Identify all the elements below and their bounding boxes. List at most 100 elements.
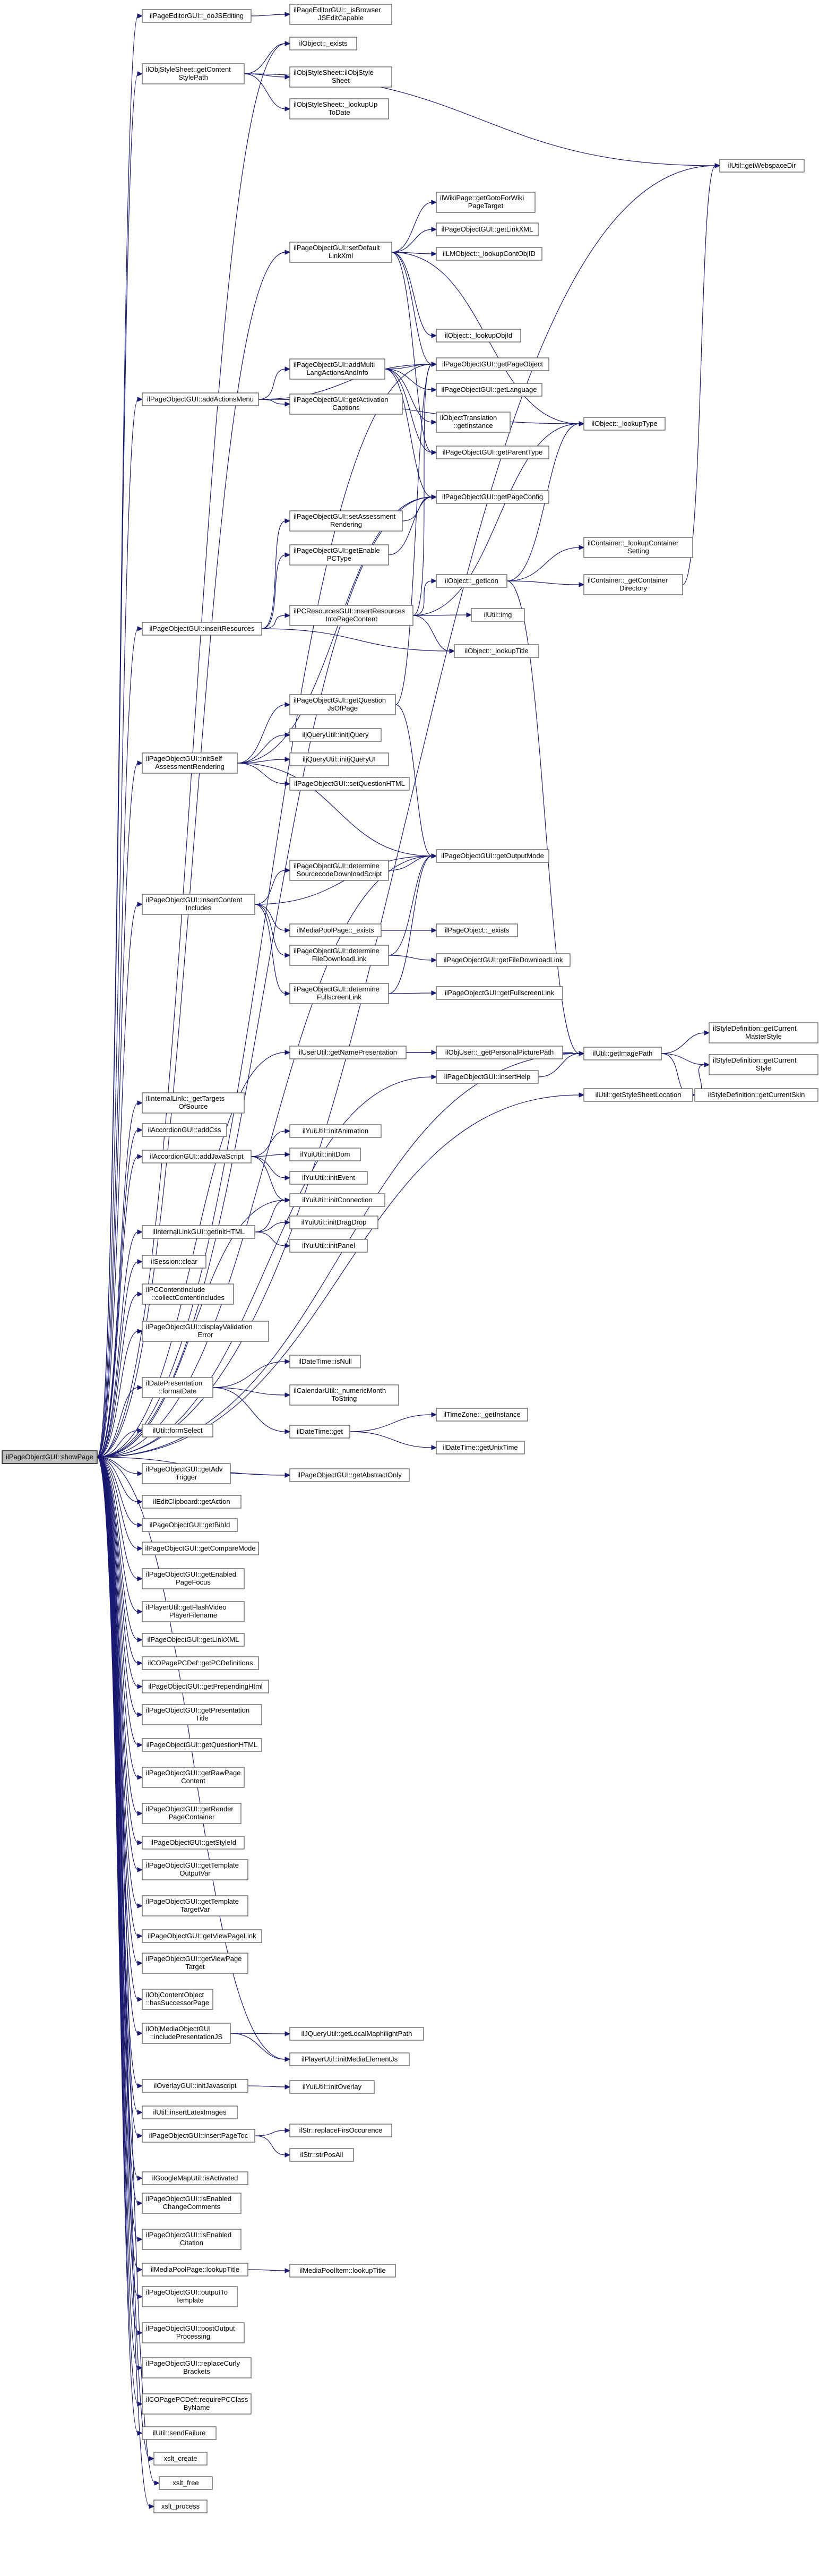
node-ilmediapoolpage-lookuptitle[interactable]: ilMediaPoolPage::lookupTitle xyxy=(142,2263,248,2277)
node-xslt-process[interactable]: xslt_process xyxy=(153,2500,208,2513)
node-ilobject-exists[interactable]: ilObject::_exists xyxy=(289,37,357,50)
node-ilobjmediaobjectgui-includepresentationjs[interactable]: ilObjMediaObjectGUI::includePresentation… xyxy=(142,2023,231,2044)
node-ilstyledefinition-getcurrentskin[interactable]: ilStyleDefinition::getCurrentSkin xyxy=(694,1088,818,1102)
node-ilpageobjectgui-initself-assessmentrendering[interactable]: ilPageObjectGUI::initSelfAssessmentRende… xyxy=(142,752,238,774)
node-xslt-free[interactable]: xslt_free xyxy=(159,2476,213,2490)
node-ilutil-getstylesheetlocation[interactable]: ilUtil::getStyleSheetLocation xyxy=(583,1088,693,1102)
node-ildatepresentation-formatdate[interactable]: ilDatePresentation::formatDate xyxy=(142,1377,213,1398)
node-iljqueryutil-initjqueryui[interactable]: iljQueryUtil::initjQueryUI xyxy=(289,752,389,766)
node-ilpageobjectgui-getparenttype[interactable]: ilPageObjectGUI::getParentType xyxy=(436,446,549,459)
node-xslt-create[interactable]: xslt_create xyxy=(153,2452,208,2466)
node-ilpageobjectgui-setquestionhtml[interactable]: ilPageObjectGUI::setQuestionHTML xyxy=(289,777,410,791)
node-ilpageobjectgui-getoutputmode[interactable]: ilPageObjectGUI::getOutputMode xyxy=(436,849,549,863)
node-ilyuiutil-initdragdrop[interactable]: ilYuiUtil::initDragDrop xyxy=(289,1216,378,1229)
node-ilstr-strposall[interactable]: ilStr::strPosAll xyxy=(289,2148,354,2162)
node-ilpageobjectgui-getfiledownloadlink[interactable]: ilPageObjectGUI::getFileDownloadLink xyxy=(436,953,571,967)
node-ilpageobjectgui-insertpagetoc[interactable]: ilPageObjectGUI::insertPageToc xyxy=(142,2129,255,2143)
node-ilmediapoolitem-lookuptitle[interactable]: ilMediaPoolItem::lookupTitle xyxy=(289,2264,396,2278)
node-ilpageobjectgui-getpageobject[interactable]: ilPageObjectGUI::getPageObject xyxy=(436,357,549,371)
node-ilaccordiongui-addcss[interactable]: ilAccordionGUI::addCss xyxy=(142,1123,227,1137)
node-ilpageobjectgui-inserthelp[interactable]: ilPageObjectGUI::insertHelp xyxy=(436,1070,539,1084)
node-ilpageobjectgui-determine-sourcecodedownloadscript[interactable]: ilPageObjectGUI::determineSourcecodeDown… xyxy=(289,860,389,881)
node-ilpageobjectgui-getbibid[interactable]: ilPageObjectGUI::getBibId xyxy=(142,1518,238,1532)
node-ilpcresourcesgui-insertresources-intopagecontent[interactable]: ilPCResourcesGUI::insertResourcesIntoPag… xyxy=(289,605,413,626)
node-ilpageeditorgui-dojsediting[interactable]: ilPageEditorGUI::_doJSEditing xyxy=(142,9,252,23)
node-ilaccordiongui-addjavascript[interactable]: ilAccordionGUI::addJavaScript xyxy=(142,1150,252,1163)
node-ilutil-insertlateximages[interactable]: ilUtil::insertLatexImages xyxy=(142,2106,238,2119)
node-ildatetime-get[interactable]: ilDateTime::get xyxy=(289,1425,350,1439)
node-ilpageobjectgui-getpageconfig[interactable]: ilPageObjectGUI::getPageConfig xyxy=(436,490,549,504)
node-ilpccontentinclude-collectcontentincludes[interactable]: ilPCContentInclude::collectContentInclud… xyxy=(142,1283,234,1305)
node-ilobjuser-getpersonalpicturepath[interactable]: ilObjUser::_getPersonalPicturePath xyxy=(436,1046,563,1059)
node-ilyuiutil-initevent[interactable]: ilYuiUtil::initEvent xyxy=(289,1171,368,1185)
node-ilutil-getimagepath[interactable]: ilUtil::getImagePath xyxy=(583,1047,662,1060)
node-ilpageobjectgui-getfullscreenlink[interactable]: ilPageObjectGUI::getFullscreenLink xyxy=(436,986,563,1000)
node-illmobject-lookupcontobjid[interactable]: ilLMObject::_lookupContObjID xyxy=(436,247,542,261)
node-ilpageobjectgui-getquestionhtml[interactable]: ilPageObjectGUI::getQuestionHTML xyxy=(142,1738,262,1752)
node-ilcopagepcdef-getpcdefinitions[interactable]: ilCOPagePCDef::getPCDefinitions xyxy=(142,1656,259,1670)
node-iljqueryutil-getlocalmaphilightpath[interactable]: ilJQueryUtil::getLocalMaphilightPath xyxy=(289,2027,424,2041)
node-ilplayerutil-initmediaelementjs[interactable]: ilPlayerUtil::initMediaElementJs xyxy=(289,2052,410,2066)
node-ilpageobjectgui-getabstractonly[interactable]: ilPageObjectGUI::getAbstractOnly xyxy=(289,1468,410,1482)
node-iljqueryutil-initjquery[interactable]: iljQueryUtil::initjQuery xyxy=(289,728,382,742)
node-ilplayerutil-getflashvideo-playerfilename[interactable]: ilPlayerUtil::getFlashVideoPlayerFilenam… xyxy=(142,1601,245,1622)
node-ilpageobjectgui-getprependinghtml[interactable]: ilPageObjectGUI::getPrependingHtml xyxy=(142,1680,269,1693)
node-ilgooglemaputil-isactivated[interactable]: ilGoogleMapUtil::isActivated xyxy=(142,2171,248,2185)
node-ilyuiutil-initconnection[interactable]: ilYuiUtil::initConnection xyxy=(289,1193,385,1207)
node-ilstr-replacefirsoccurence[interactable]: ilStr::replaceFirsOccurence xyxy=(289,2124,392,2137)
node-ilobject-lookupobjid[interactable]: ilObject::_lookupObjId xyxy=(436,329,521,343)
node-ilmediapoolpage-exists[interactable]: ilMediaPoolPage::_exists xyxy=(289,923,382,937)
node-ilobject-lookuptype[interactable]: ilObject::_lookupType xyxy=(583,417,666,431)
node-ilpageobjectgui-getviewpagelink[interactable]: ilPageObjectGUI::getViewPageLink xyxy=(142,1929,262,1943)
node-ildatetime-getunixtime[interactable]: ilDateTime::getUnixTime xyxy=(436,1441,525,1454)
node-ilobject-geticon[interactable]: ilObject::_getIcon xyxy=(436,574,507,588)
node-ilutil-formselect[interactable]: ilUtil::formSelect xyxy=(142,1424,213,1437)
node-ilyuiutil-initpanel[interactable]: ilYuiUtil::initPanel xyxy=(289,1239,368,1253)
node-iltimezone-getinstance[interactable]: ilTimeZone::_getInstance xyxy=(436,1408,528,1422)
node-ilpageobjectgui-getstyleid[interactable]: ilPageObjectGUI::getStyleId xyxy=(142,1836,245,1850)
node-ileditclipboard-getaction[interactable]: ilEditClipboard::getAction xyxy=(142,1495,242,1509)
node-ilutil-img[interactable]: ilUtil::img xyxy=(471,608,525,622)
node-ilpageobjectgui-addmulti-langactionsandinfo[interactable]: ilPageObjectGUI::addMultiLangActionsAndI… xyxy=(289,358,385,380)
node-ilsession-clear[interactable]: ilSession::clear xyxy=(142,1255,206,1269)
node-ilobjecttranslation-getinstance[interactable]: ilObjectTranslation::getInstance xyxy=(436,412,511,433)
node-ilpageobjectgui-getlanguage[interactable]: ilPageObjectGUI::getLanguage xyxy=(436,383,542,397)
node-ilobjcontentobject-hassuccessorpage[interactable]: ilObjContentObject::hasSuccessorPage xyxy=(142,1989,213,2010)
node-ilutil-getwebspacedir[interactable]: ilUtil::getWebspaceDir xyxy=(719,159,805,173)
node-ilyuiutil-initoverlay[interactable]: ilYuiUtil::initOverlay xyxy=(289,2080,375,2094)
node-ilpageobjectgui-determine-filedownloadlink[interactable]: ilPageObjectGUI::determineFileDownloadLi… xyxy=(289,945,389,966)
node-ilyuiutil-initanimation[interactable]: ilYuiUtil::initAnimation xyxy=(289,1124,382,1138)
node-ilinternallinkgui-getinithtml[interactable]: ilInternalLinkGUI::getInitHTML xyxy=(142,1225,255,1239)
node-ilpageobjectgui-addactionsmenu[interactable]: ilPageObjectGUI::addActionsMenu xyxy=(142,392,259,406)
node-ilpageobjectgui-getlinkxml[interactable]: ilPageObjectGUI::getLinkXML xyxy=(142,1633,245,1647)
node-iloverlaygui-initjavascript[interactable]: ilOverlayGUI::initJavascript xyxy=(142,2079,248,2093)
